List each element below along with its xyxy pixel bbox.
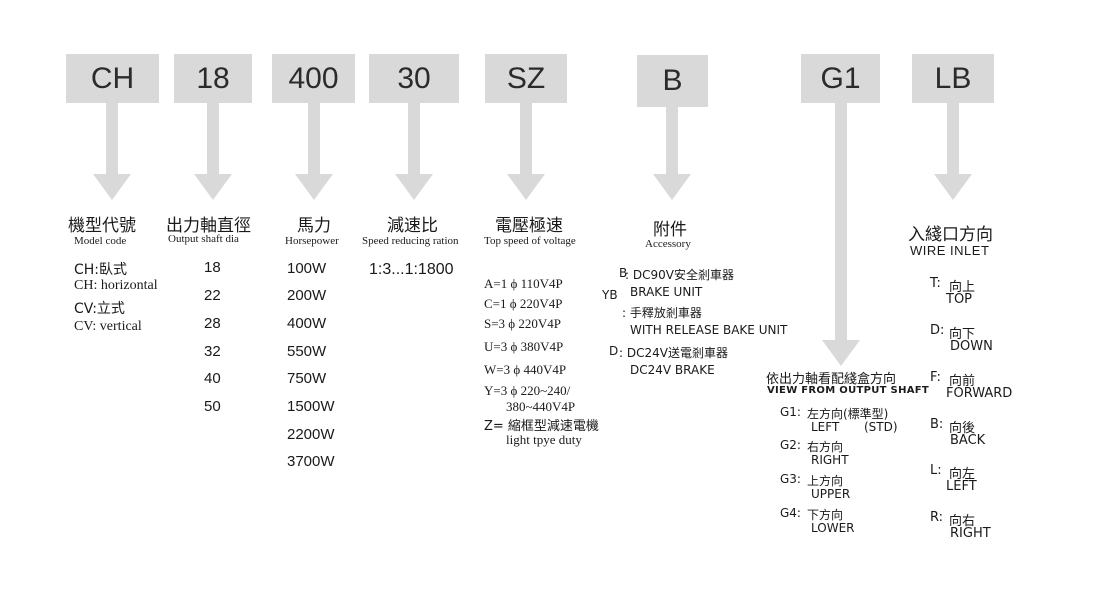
direction-title: 依出力軸看配綫盒方向 (766, 372, 897, 387)
direction-key: G3: (780, 472, 801, 486)
voltage-subtitle: Top speed of voltage (484, 235, 576, 247)
code-box-ch: CH (66, 54, 159, 103)
direction-en: UPPER (811, 487, 851, 501)
wire-title: 入綫口方向 (908, 225, 993, 245)
model-item: CV: vertical (74, 319, 142, 334)
direction-zh: 下方向 (807, 508, 844, 522)
shaft-subtitle: Output shaft dia (168, 233, 239, 245)
voltage-item: C=1 ϕ 220V4P (484, 296, 563, 311)
accessory-d-en: DC24V BRAKE (630, 363, 715, 377)
accessory-b-zh: : DC90V安全剎車器 (625, 268, 734, 282)
voltage-item: A=1 ϕ 110V4P (484, 276, 563, 291)
direction-zh: 左方向(標準型) (807, 407, 889, 421)
power-item: 400W (287, 315, 327, 332)
ratio-title: 減速比 (387, 216, 438, 236)
direction-key: G2: (780, 438, 801, 452)
direction-key: G1: (780, 405, 801, 419)
wire-en: LEFT (946, 479, 977, 494)
model-title: 機型代號 (68, 216, 136, 236)
wire-en: DOWN (950, 339, 993, 354)
wire-subtitle: WIRE INLET (910, 243, 990, 258)
shaft-title: 出力軸直徑 (166, 216, 251, 236)
wire-zh: 向上 (949, 280, 976, 295)
power-item: 1500W (287, 398, 335, 415)
direction-extra: (STD) (864, 420, 898, 434)
wire-zh: 向左 (949, 467, 976, 482)
accessory-title: 附件 (653, 220, 687, 240)
voltage-item: light tpye duty (506, 432, 582, 447)
model-item: CV:立式 (74, 301, 125, 317)
wire-en: FORWARD (946, 386, 1013, 401)
voltage-item: 380~440V4P (506, 399, 576, 414)
shaft-item: 18 (204, 259, 221, 276)
power-item: 100W (287, 260, 327, 277)
accessory-yb-zh: : 手釋放剎車器 (622, 306, 702, 320)
wire-zh: 向右 (949, 514, 976, 529)
accessory-key-b: B (619, 266, 628, 280)
shaft-item: 32 (204, 343, 221, 360)
accessory-d-zh: : DC24V送電剎車器 (619, 346, 728, 360)
accessory-b-en: BRAKE UNIT (630, 285, 703, 299)
wire-en: TOP (946, 292, 973, 307)
wire-en: RIGHT (950, 526, 991, 541)
voltage-item: W=3 ϕ 440V4P (484, 362, 567, 377)
direction-en: RIGHT (811, 453, 849, 467)
accessory-key-d: D (609, 344, 619, 358)
shaft-item: 28 (204, 315, 221, 332)
wire-zh: 向前 (949, 374, 976, 389)
wire-en: BACK (950, 433, 986, 448)
voltage-item: Y=3 ϕ 220~240/ (484, 383, 571, 398)
wire-key: T: (930, 276, 941, 291)
code-box-sz: SZ (485, 54, 567, 103)
direction-subtitle: VIEW FROM OUTPUT SHAFT (767, 385, 930, 396)
code-box-18: 18 (174, 54, 252, 103)
power-subtitle: Horsepower (285, 235, 339, 247)
wire-key: F: (930, 370, 941, 385)
voltage-item: Z= 縮框型減速電機 (484, 419, 599, 434)
direction-en: LEFT (811, 420, 840, 434)
power-item: 200W (287, 287, 327, 304)
wire-key: B: (930, 417, 944, 432)
wire-key: L: (930, 463, 942, 478)
code-box-30: 30 (369, 54, 459, 103)
power-item: 550W (287, 343, 327, 360)
code-box-b: B (637, 55, 708, 107)
voltage-item: S=3 ϕ 220V4P (484, 316, 562, 331)
code-box-lb: LB (912, 54, 994, 103)
wire-key: D: (930, 323, 945, 338)
accessory-subtitle: Accessory (645, 238, 691, 250)
voltage-item: U=3 ϕ 380V4P (484, 339, 564, 354)
voltage-title: 電壓極速 (495, 216, 563, 236)
model-subtitle: Model code (74, 235, 127, 247)
direction-key: G4: (780, 506, 801, 520)
accessory-yb-en: WITH RELEASE BAKE UNIT (630, 323, 788, 337)
ratio-subtitle: Speed reducing ration (362, 235, 459, 247)
model-item: CH: horizontal (74, 278, 158, 293)
wire-zh: 向下 (949, 327, 976, 342)
code-box-g1: G1 (801, 54, 880, 103)
ratio-value: 1:3...1:1800 (369, 261, 454, 278)
power-item: 2200W (287, 426, 335, 443)
wire-key: R: (930, 510, 944, 525)
direction-zh: 上方向 (807, 474, 844, 488)
wire-zh: 向後 (949, 421, 976, 436)
shaft-item: 50 (204, 398, 221, 415)
shaft-item: 22 (204, 287, 221, 304)
power-title: 馬力 (297, 216, 331, 236)
accessory-key-yb: YB (602, 288, 618, 302)
shaft-item: 40 (204, 370, 221, 387)
power-item: 3700W (287, 453, 335, 470)
direction-zh: 右方向 (807, 440, 844, 454)
power-item: 750W (287, 370, 327, 387)
code-box-400: 400 (272, 54, 355, 103)
direction-en: LOWER (811, 521, 855, 535)
model-item: CH:臥式 (74, 262, 128, 278)
